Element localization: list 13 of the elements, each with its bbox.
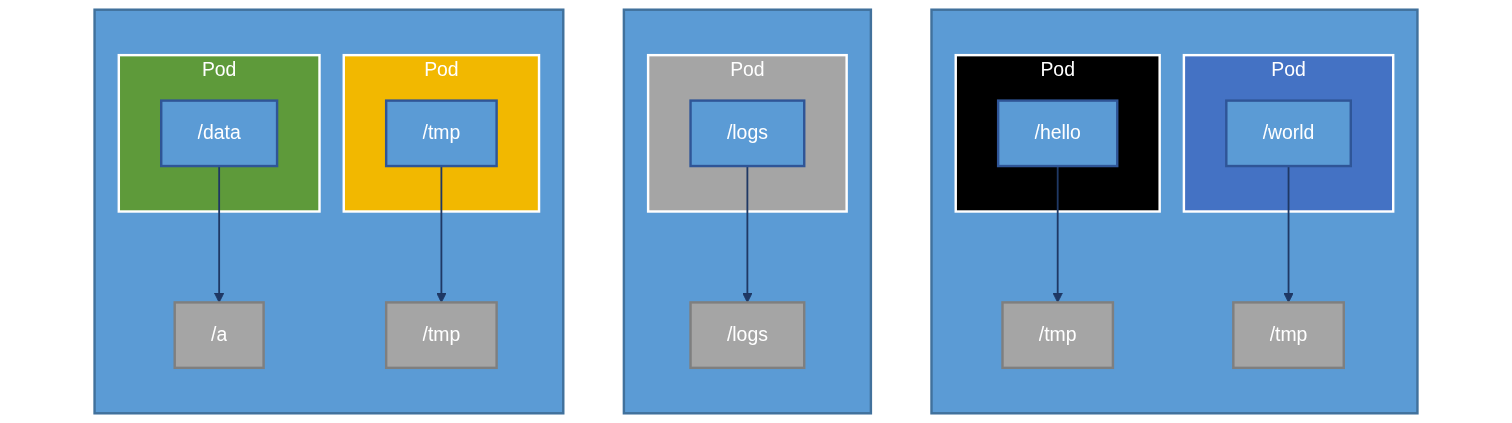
cluster	[93, 8, 565, 415]
node-box: /tmp	[384, 99, 498, 168]
node-box: /hello	[996, 99, 1119, 168]
node-box: /tmp	[384, 301, 498, 370]
node-box: /logs	[689, 301, 806, 370]
cluster	[930, 8, 1419, 415]
cluster	[622, 8, 873, 415]
node-box: /tmp	[1232, 301, 1345, 370]
node-box: /data	[160, 99, 279, 168]
node-box: /tmp	[1001, 301, 1115, 370]
node-box: /logs	[689, 99, 806, 168]
node-box: /a	[173, 301, 265, 370]
node-box: /world	[1225, 99, 1352, 168]
